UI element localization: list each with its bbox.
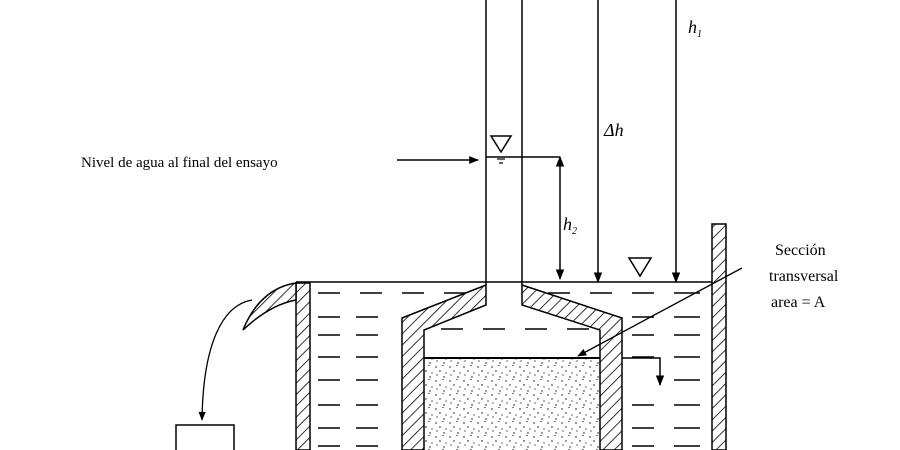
section-label-line1: Sección <box>775 242 826 259</box>
collection-container <box>175 424 235 450</box>
final-water-level <box>486 135 560 164</box>
cell-right-wall <box>521 283 623 450</box>
tank-water-marker <box>627 257 653 278</box>
outer-tank <box>295 223 727 450</box>
inner-level-indicator <box>622 357 665 387</box>
h1-label: h1 <box>688 17 702 40</box>
section-label-line3: area = A <box>771 294 826 311</box>
section-label-line2: transversal <box>769 268 839 285</box>
standpipe <box>485 0 681 285</box>
soil-sample <box>425 359 599 450</box>
permeameter-cell <box>401 283 623 450</box>
h2-label: h2 <box>563 214 577 237</box>
tank-left-wall <box>295 282 311 450</box>
delta-h-label: Δh <box>603 120 624 140</box>
water-dashes <box>318 292 700 447</box>
water-level-marker-icon <box>489 135 513 154</box>
water-surface-marker-icon <box>627 257 653 278</box>
section-leader <box>577 267 743 357</box>
overflow-spout <box>175 282 297 450</box>
water-level-label: Nivel de agua al final del ensayo <box>81 155 278 171</box>
tank-right-wall <box>711 223 727 450</box>
